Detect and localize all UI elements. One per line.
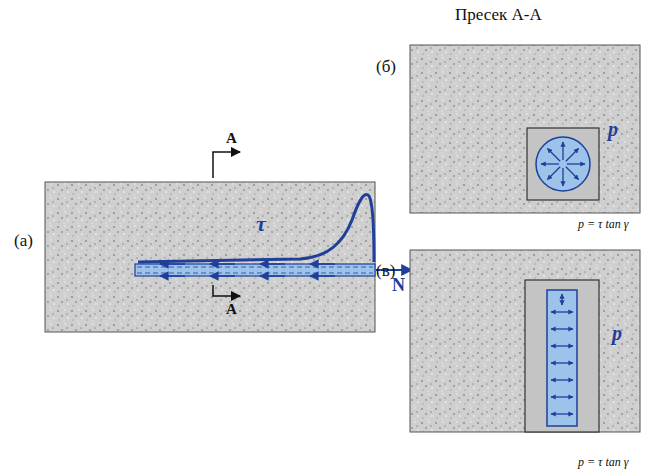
section-mark bbox=[213, 152, 240, 296]
tau-curve bbox=[138, 195, 374, 262]
radial-pressure bbox=[541, 142, 585, 186]
section-title: Пресек А-А bbox=[455, 6, 542, 25]
panel-letter: (а) bbox=[14, 232, 33, 251]
concrete-block bbox=[45, 182, 375, 332]
pressure-formula: p = τ tan γ bbox=[578, 456, 628, 469]
round-bar bbox=[536, 137, 590, 191]
panel-letter: (б) bbox=[376, 58, 396, 77]
section-letter: А bbox=[226, 301, 237, 318]
section-panel bbox=[410, 250, 640, 432]
duct-slot bbox=[525, 280, 599, 432]
flat-strand bbox=[547, 290, 577, 426]
rebar bbox=[135, 264, 375, 276]
section-panel bbox=[410, 45, 640, 213]
section-letter: А bbox=[226, 130, 237, 147]
lateral-pressure bbox=[551, 294, 573, 414]
bond-arrows bbox=[160, 264, 335, 276]
pressure-symbol: p bbox=[608, 118, 618, 140]
pressure-symbol: p bbox=[612, 322, 622, 344]
pressure-formula: p = τ tan γ bbox=[578, 218, 628, 231]
panel-letter: (в) bbox=[376, 262, 395, 281]
stress-symbol: τ bbox=[256, 212, 266, 236]
duct-square bbox=[527, 128, 599, 200]
